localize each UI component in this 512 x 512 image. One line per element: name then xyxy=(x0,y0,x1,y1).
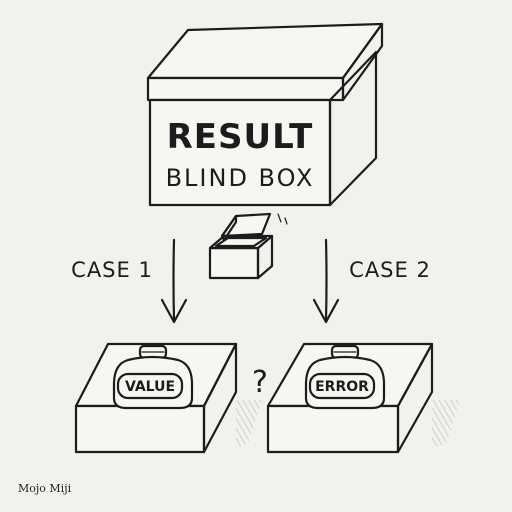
case-1-box-side xyxy=(202,342,238,454)
case-1-jar-label: VALUE xyxy=(125,379,175,395)
main-box-lid-top xyxy=(146,22,384,80)
main-box-title: RESULT xyxy=(167,117,314,157)
case-1-box: VALUE xyxy=(74,342,262,454)
arrow-down-icon xyxy=(312,238,340,324)
case-2-box-side xyxy=(396,342,434,454)
case-2-box-front xyxy=(266,404,400,454)
main-box-lid-front xyxy=(146,76,345,102)
case-1-label: CASE 1 xyxy=(71,258,153,282)
main-box-subtitle: BLIND BOX xyxy=(166,164,315,192)
case-1-box-front xyxy=(74,404,206,454)
case-2-jar-label: ERROR xyxy=(315,379,369,395)
open-box-lid-edge xyxy=(220,214,238,242)
credit-signature: Mojo Miji xyxy=(18,482,72,495)
case-2-box: ERROR xyxy=(266,342,460,454)
open-box-front xyxy=(208,246,260,280)
main-box-side xyxy=(328,50,378,207)
main-box: RESULT BLIND BOX xyxy=(146,22,384,207)
jar-icon: VALUE xyxy=(112,344,194,410)
arrow-down-icon xyxy=(160,238,188,324)
open-box-icon xyxy=(208,212,288,280)
main-box-lid-side xyxy=(341,22,384,102)
case-2-label: CASE 2 xyxy=(349,258,431,282)
jar-icon: ERROR xyxy=(304,344,386,410)
question-mark: ? xyxy=(252,365,268,400)
